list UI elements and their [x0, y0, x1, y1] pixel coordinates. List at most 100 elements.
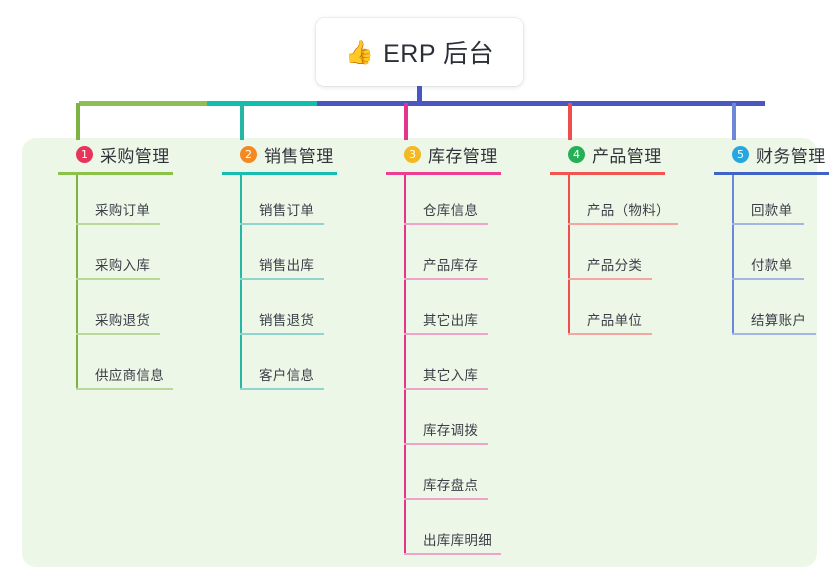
branch-header-5[interactable]: 5 财务管理 [714, 138, 829, 170]
drop-leg-1 [76, 103, 80, 140]
branch-spine [732, 175, 734, 335]
branch-item-label: 销售订单 [259, 203, 315, 218]
branch-item-rule [76, 388, 173, 390]
branch-item-label: 付款单 [751, 258, 793, 273]
branch-item[interactable]: 库存盘点 [386, 450, 501, 505]
branch-item-rule [404, 553, 501, 555]
branch-title: 产品管理 [592, 146, 662, 166]
branch-item-rule [568, 223, 678, 225]
drop-leg-4 [568, 103, 572, 140]
branch-header-rule [58, 172, 173, 175]
branch-item[interactable]: 产品库存 [386, 230, 501, 285]
branch-item-label: 结算账户 [751, 313, 807, 328]
bus-segment-3 [317, 101, 765, 106]
branch-spine [404, 175, 406, 555]
branch-item[interactable]: 销售退货 [222, 285, 337, 340]
branch-item[interactable]: 产品分类 [550, 230, 665, 285]
branch-column-1: 1 采购管理采购订单采购入库采购退货供应商信息 [58, 138, 173, 395]
branch-item-label: 产品库存 [423, 258, 479, 273]
branch-items-1: 采购订单采购入库采购退货供应商信息 [58, 175, 173, 395]
root-node[interactable]: 👍 ERP 后台 [316, 18, 523, 86]
branch-item-rule [240, 223, 324, 225]
branch-item[interactable]: 回款单 [714, 175, 829, 230]
branch-item[interactable]: 仓库信息 [386, 175, 501, 230]
branch-item-rule [240, 333, 324, 335]
branch-header-rule [222, 172, 337, 175]
branch-item-label: 回款单 [751, 203, 793, 218]
branch-item-label: 出库库明细 [423, 533, 492, 548]
branch-number-badge: 3 [404, 145, 421, 163]
branch-title: 财务管理 [756, 146, 826, 166]
branch-item[interactable]: 其它入库 [386, 340, 501, 395]
branch-column-4: 4 产品管理产品（物料） 产品分类产品单位 [550, 138, 678, 340]
branch-item[interactable]: 付款单 [714, 230, 829, 285]
branch-item-label: 供应商信息 [95, 368, 164, 383]
branch-item[interactable]: 结算账户 [714, 285, 829, 340]
branch-item-rule [568, 333, 652, 335]
branch-header-1[interactable]: 1 采购管理 [58, 138, 173, 170]
branch-item[interactable]: 出库库明细 [386, 505, 501, 560]
branch-item[interactable]: 其它出库 [386, 285, 501, 340]
branch-number-badge: 1 [76, 145, 93, 163]
branch-item-rule [568, 278, 652, 280]
branch-item[interactable]: 销售出库 [222, 230, 337, 285]
branch-item-rule [76, 333, 160, 335]
branch-item[interactable]: 采购入库 [58, 230, 173, 285]
branch-header-rule [714, 172, 829, 175]
branch-column-5: 5 财务管理回款单付款单结算账户 [714, 138, 829, 340]
branch-number-badge: 4 [568, 145, 585, 163]
branch-item[interactable]: 产品（物料） [550, 175, 678, 230]
branch-item[interactable]: 库存调拨 [386, 395, 501, 450]
branch-item[interactable]: 采购订单 [58, 175, 173, 230]
drop-leg-5 [732, 103, 736, 140]
branch-item-rule [404, 443, 488, 445]
branch-items-3: 仓库信息产品库存其它出库其它入库库存调拨库存盘点出库库明细 [386, 175, 501, 560]
branch-spine [76, 175, 78, 390]
branch-item-rule [76, 278, 160, 280]
branch-item-label: 库存调拨 [423, 423, 479, 438]
drop-leg-2 [240, 103, 244, 140]
branch-item-label: 其它出库 [423, 313, 479, 328]
branch-item-label: 客户信息 [259, 368, 315, 383]
branch-item-label: 产品分类 [587, 258, 643, 273]
root-node-label: 👍 ERP 后台 [345, 34, 494, 70]
branch-item-rule [732, 333, 816, 335]
branch-item-label: 销售出库 [259, 258, 315, 273]
branch-item-rule [76, 223, 160, 225]
branch-item-label: 采购退货 [95, 313, 151, 328]
branch-item[interactable]: 销售订单 [222, 175, 337, 230]
branch-item-rule [404, 388, 488, 390]
branch-item[interactable]: 供应商信息 [58, 340, 173, 395]
bus-segment-2 [207, 101, 317, 106]
branch-item[interactable]: 采购退货 [58, 285, 173, 340]
branch-spine [568, 175, 570, 335]
branch-item-label: 仓库信息 [423, 203, 479, 218]
branch-item-label: 其它入库 [423, 368, 479, 383]
branch-item-rule [240, 278, 324, 280]
branch-items-4: 产品（物料） 产品分类产品单位 [550, 175, 678, 340]
branch-item-rule [404, 278, 488, 280]
bus-segment-1 [79, 101, 207, 106]
root-stem-connector [417, 86, 422, 106]
branch-item[interactable]: 客户信息 [222, 340, 337, 395]
branch-spine [240, 175, 242, 390]
branch-item-label: 产品（物料） [587, 203, 670, 218]
branch-item[interactable]: 产品单位 [550, 285, 665, 340]
branch-bus-connector [79, 101, 765, 106]
branch-number-badge: 2 [240, 145, 257, 163]
branch-item-rule [732, 223, 804, 225]
branch-item-label: 销售退货 [259, 313, 315, 328]
thumbs-up-emoji: 👍 [344, 38, 375, 65]
branch-number-badge: 5 [732, 145, 749, 163]
branch-header-4[interactable]: 4 产品管理 [550, 138, 665, 170]
branch-item-rule [240, 388, 324, 390]
branch-title: 采购管理 [100, 146, 170, 166]
branch-item-rule [404, 498, 488, 500]
branch-items-5: 回款单付款单结算账户 [714, 175, 829, 340]
branch-item-label: 采购订单 [95, 203, 151, 218]
